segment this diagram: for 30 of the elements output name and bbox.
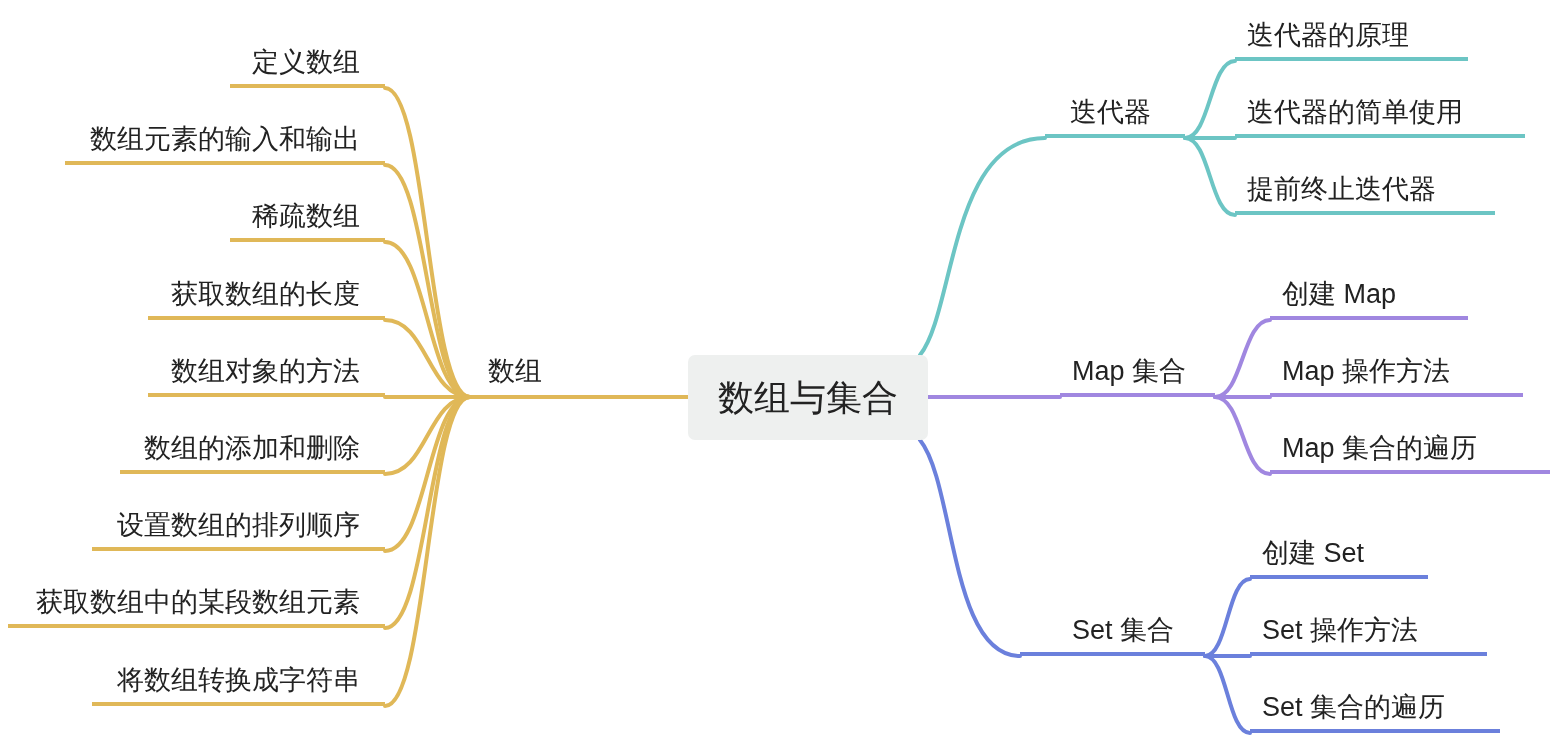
branch-line	[918, 438, 1022, 658]
topic-label: 数组的添加和删除	[120, 428, 385, 474]
topic-label: 设置数组的排列顺序	[92, 505, 385, 551]
topic-label: 创建 Set	[1250, 533, 1428, 579]
topic-label: 创建 Map	[1270, 274, 1468, 320]
branch-line	[1183, 136, 1237, 217]
topic-label: 稀疏数组	[230, 196, 385, 242]
branch-line	[918, 136, 1047, 357]
topic-label: 迭代器	[1045, 92, 1185, 138]
central-topic-box: 数组与集合	[688, 355, 928, 440]
branch-line	[1203, 654, 1252, 735]
branch-label: 数组	[470, 351, 688, 397]
topic-label: 提前终止迭代器	[1235, 169, 1495, 215]
topic-label: 数组对象的方法	[148, 351, 385, 397]
branch-line	[926, 395, 1062, 399]
topic-label: 获取数组的长度	[148, 274, 385, 320]
topic-label: Map 操作方法	[1270, 351, 1523, 397]
topic-label: 将数组转换成字符串	[92, 660, 385, 706]
topic-label: Set 操作方法	[1250, 610, 1487, 656]
topic-label: 数组元素的输入和输出	[65, 119, 385, 165]
topic-label: 定义数组	[230, 42, 385, 88]
topic-label: 获取数组中的某段数组元素	[8, 582, 385, 628]
topic-label: 迭代器的简单使用	[1235, 92, 1525, 138]
topic-label: Map 集合	[1060, 351, 1215, 397]
topic-label: 迭代器的原理	[1235, 15, 1468, 61]
topic-label: Map 集合的遍历	[1270, 428, 1550, 474]
branch-line	[468, 395, 690, 399]
branch-line	[1213, 395, 1272, 476]
topic-label: Set 集合	[1020, 610, 1205, 656]
topic-label: Set 集合的遍历	[1250, 687, 1500, 733]
